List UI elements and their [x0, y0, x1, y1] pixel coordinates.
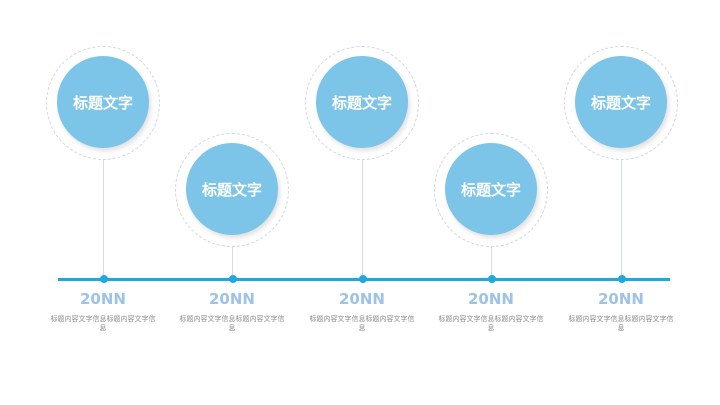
item-title: 标题文字 — [57, 56, 149, 148]
timeline-item: 标题文字 20NN 标题内容文字信息标题内容文字信息 — [38, 0, 168, 405]
item-description: 标题内容文字信息标题内容文字信息 — [309, 315, 415, 332]
item-description: 标题内容文字信息标题内容文字信息 — [179, 315, 285, 332]
timeline-dot — [358, 275, 367, 283]
item-year: 20NN — [209, 290, 255, 308]
timeline-item: 标题文字 20NN 标题内容文字信息标题内容文字信息 — [426, 0, 556, 405]
connector-line — [491, 246, 492, 277]
timeline-item: 标题文字 20NN 标题内容文字信息标题内容文字信息 — [167, 0, 297, 405]
connector-line — [103, 159, 104, 277]
item-title: 标题文字 — [186, 143, 278, 235]
item-year: 20NN — [598, 290, 644, 308]
item-description: 标题内容文字信息标题内容文字信息 — [568, 315, 674, 332]
timeline-item: 标题文字 20NN 标题内容文字信息标题内容文字信息 — [556, 0, 686, 405]
item-description: 标题内容文字信息标题内容文字信息 — [50, 315, 156, 332]
timeline-item: 标题文字 20NN 标题内容文字信息标题内容文字信息 — [297, 0, 427, 405]
connector-line — [232, 246, 233, 277]
timeline-dot — [617, 275, 626, 283]
item-year: 20NN — [468, 290, 514, 308]
item-title: 标题文字 — [445, 143, 537, 235]
connector-line — [362, 159, 363, 277]
timeline-dot — [228, 275, 237, 283]
item-year: 20NN — [80, 290, 126, 308]
timeline-dot — [99, 275, 108, 283]
item-year: 20NN — [339, 290, 385, 308]
item-description: 标题内容文字信息标题内容文字信息 — [438, 315, 544, 332]
connector-line — [621, 159, 622, 277]
item-title: 标题文字 — [316, 56, 408, 148]
timeline-dot — [487, 275, 496, 283]
item-title: 标题文字 — [575, 56, 667, 148]
